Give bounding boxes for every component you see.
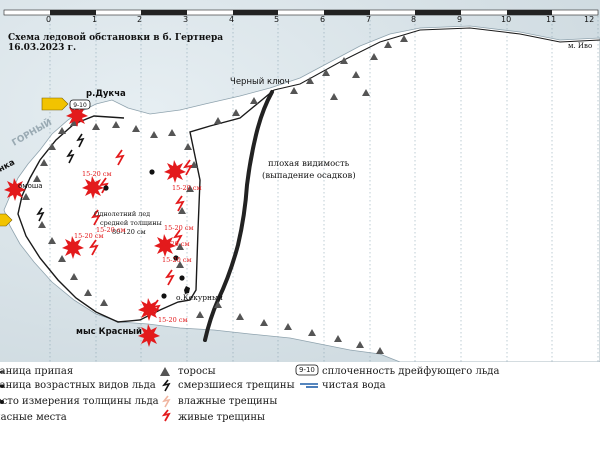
- map-title: Схема ледовой обстановки в б. Гертнера: [8, 32, 223, 43]
- measurement-label: 15-20 см: [74, 232, 104, 240]
- bay-ice: [3, 25, 600, 362]
- legend-live-cracks: живые трещины: [178, 412, 265, 423]
- place-ommosha: омоша: [18, 182, 43, 190]
- grid-label: 3: [183, 15, 188, 24]
- measurement-points: [103, 169, 185, 299]
- grid-label: 1: [92, 15, 97, 24]
- ice-type-label-2: средней толщины: [100, 219, 162, 227]
- danger-marks: [4, 104, 186, 347]
- legend-hummocks: торосы: [178, 366, 216, 377]
- grid-label: 9: [457, 15, 462, 24]
- place-kekurny: о.Кекурный: [176, 293, 223, 302]
- legend-symbols: [0, 364, 319, 422]
- measurement-label: 15-20 см: [160, 240, 190, 248]
- place-mys-krasny: мыс Красный: [76, 327, 142, 337]
- grid-label: 12: [584, 15, 594, 24]
- place-cherny-klyuch: Черный ключ: [230, 77, 290, 87]
- map-canvas: 0 1 2 3 4 5 6 7 8 9 10 11 12: [0, 0, 600, 362]
- fast-ice-boundary-east: [273, 27, 600, 91]
- grid-label: 10: [501, 15, 511, 24]
- ice-type-label-3: 80-120 см: [112, 228, 146, 236]
- measurement-label: 15-20 см: [96, 226, 126, 234]
- scale-labels: 0 1 2 3 4 5 6 7 8 9 10 11 12: [46, 15, 594, 24]
- legend-closing-cracks: смерзшиеся трещины: [178, 380, 295, 391]
- grid-label: 6: [320, 15, 325, 24]
- closing-cracks: [36, 133, 85, 222]
- place-m-ivo: м. Иво: [568, 42, 592, 50]
- grid-label: 0: [46, 15, 51, 24]
- measurement-label: 15-20 см: [82, 170, 112, 178]
- poor-visibility-label: плохая видимость: [268, 159, 350, 169]
- legend-concentration-sign: 9-10: [299, 366, 315, 374]
- age-boundary: [203, 90, 274, 342]
- grid-label: 5: [274, 15, 279, 24]
- place-dukcha: р.Дукча: [86, 89, 126, 99]
- grid-label: 11: [546, 15, 556, 24]
- ice-type-label: Однолетний лед: [94, 210, 150, 218]
- measurement-label: 15-20 см: [162, 256, 192, 264]
- measurement-label: 15-20 см: [158, 316, 188, 324]
- poor-visibility-label-2: (выпадение осадков): [262, 170, 356, 181]
- legend-dangerous: опасные места: [0, 412, 67, 423]
- scale-ruler: [3, 9, 599, 16]
- legend-open-water: чистая вода: [322, 380, 386, 391]
- concentration-sign-text: 9-10: [73, 102, 87, 109]
- legend-wet-cracks: влажные трещины: [178, 396, 278, 407]
- map-date: 16.03.2023 г.: [8, 43, 76, 53]
- measurement-label: 15-20 см: [172, 184, 202, 192]
- fast-ice-boundary: [17, 89, 275, 323]
- dukcha-signpost: [41, 97, 69, 111]
- legend-young-ice-boundary: граница возрастных видов льда: [0, 380, 156, 391]
- legend-thickness-point: место измерения толщины льда: [0, 396, 159, 407]
- legend-concentration: сплоченность дрейфующего льда: [322, 366, 500, 377]
- measurement-labels: 15-20 см 15-20 см 15-20 см 15-20 см 15-2…: [74, 170, 202, 324]
- measurement-label: 15-20 см: [164, 224, 194, 232]
- grid-label: 8: [411, 15, 416, 24]
- grid-label: 4: [229, 15, 234, 24]
- hummocks: [22, 35, 408, 354]
- grid-label: 2: [137, 15, 142, 24]
- grid-label: 7: [366, 15, 371, 24]
- map-legend: 9-10 граница припая граница возрастных в…: [0, 362, 600, 450]
- concentration-sign-map: 9-10: [69, 99, 91, 110]
- kekurny-island: [184, 286, 190, 294]
- left-signpost: [0, 213, 13, 227]
- legend-fast-ice-boundary: граница припая: [0, 366, 74, 377]
